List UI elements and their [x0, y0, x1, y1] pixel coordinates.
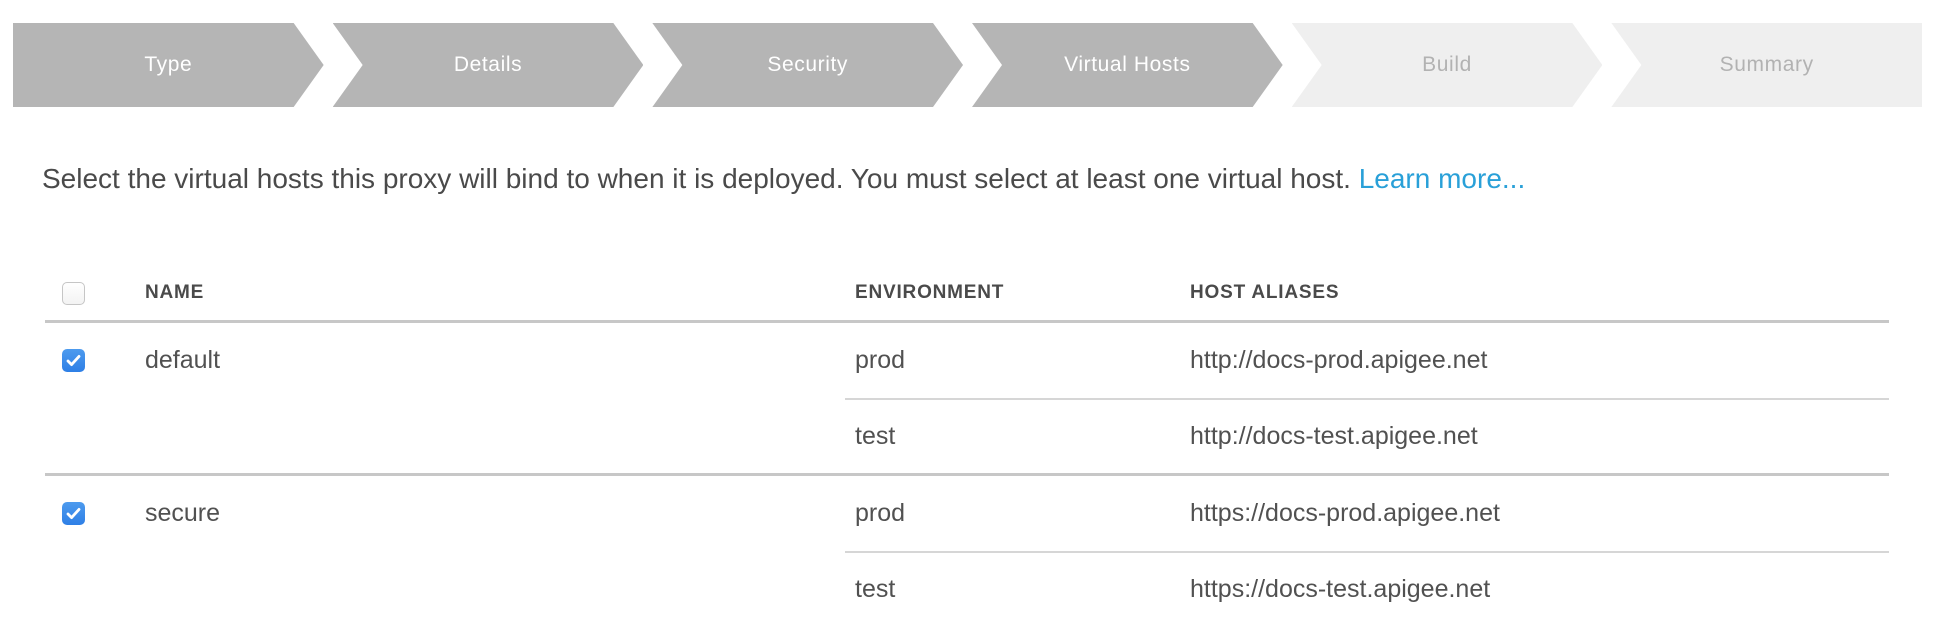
column-header-environment: ENVIRONMENT [855, 282, 1005, 303]
table-row: secure prod https://docs-prod.apigee.net… [45, 476, 1889, 626]
row-checkbox-default[interactable] [62, 349, 85, 372]
column-header-name: NAME [145, 282, 205, 303]
environment-row: prod http://docs-prod.apigee.net [845, 323, 1889, 398]
select-all-checkbox[interactable] [62, 281, 85, 305]
learn-more-link[interactable]: Learn more... [1358, 163, 1526, 194]
environment-row: prod https://docs-prod.apigee.net [845, 476, 1889, 551]
host-alias-value: http://docs-prod.apigee.net [1190, 346, 1488, 374]
environment-row: test http://docs-test.apigee.net [845, 398, 1889, 473]
step-build: Build [1292, 23, 1603, 107]
environment-value: test [855, 422, 896, 450]
virtual-host-name: secure [145, 499, 221, 527]
step-security-label: Security [767, 53, 849, 76]
step-summary-label: Summary [1719, 53, 1814, 76]
virtual-host-name: default [145, 346, 221, 374]
environment-row: test https://docs-test.apigee.net [845, 551, 1889, 626]
step-type-label: Type [144, 53, 193, 76]
row-checkbox-secure[interactable] [62, 502, 85, 525]
environment-value: prod [855, 499, 906, 527]
host-alias-value: https://docs-test.apigee.net [1190, 575, 1491, 603]
step-build-label: Build [1422, 53, 1472, 76]
checkmark-icon [66, 355, 81, 367]
step-type[interactable]: Type [13, 23, 324, 107]
environment-value: test [855, 575, 896, 603]
table-header-row: NAME ENVIRONMENT HOST ALIASES [45, 263, 1889, 323]
instruction-sentence: Select the virtual hosts this proxy will… [42, 163, 1351, 194]
environment-value: prod [855, 346, 906, 374]
checkmark-icon [66, 508, 81, 520]
environment-list: prod https://docs-prod.apigee.net test h… [845, 476, 1889, 626]
virtual-hosts-table: NAME ENVIRONMENT HOST ALIASES default pr… [45, 263, 1889, 626]
step-security[interactable]: Security [652, 23, 963, 107]
step-virtual-hosts[interactable]: Virtual Hosts [972, 23, 1283, 107]
host-alias-value: http://docs-test.apigee.net [1190, 422, 1478, 450]
step-virtual-hosts-label: Virtual Hosts [1064, 53, 1191, 76]
environment-list: prod http://docs-prod.apigee.net test ht… [845, 323, 1889, 473]
instruction-text: Select the virtual hosts this proxy will… [42, 158, 1909, 200]
step-details-label: Details [453, 53, 523, 76]
step-details[interactable]: Details [333, 23, 644, 107]
table-row: default prod http://docs-prod.apigee.net… [45, 323, 1889, 476]
host-alias-value: https://docs-prod.apigee.net [1190, 499, 1500, 527]
step-summary: Summary [1611, 23, 1923, 107]
column-header-host-aliases: HOST ALIASES [1190, 282, 1340, 303]
wizard-stepper: Type Details Security Virtual Hosts Buil… [13, 23, 1923, 107]
